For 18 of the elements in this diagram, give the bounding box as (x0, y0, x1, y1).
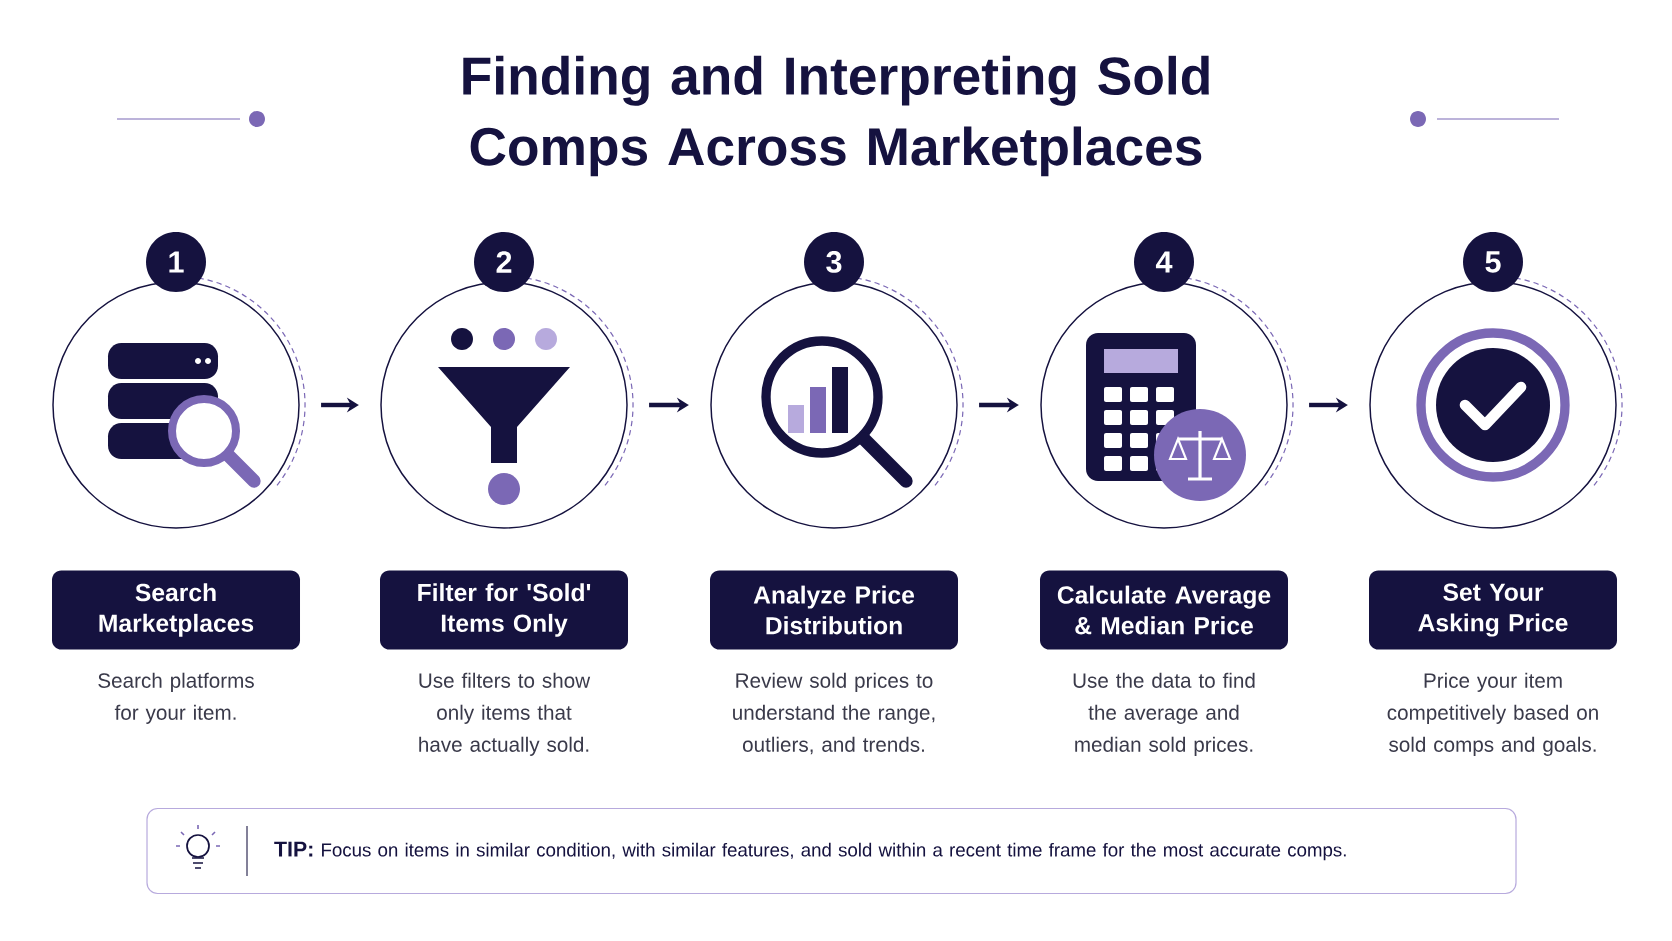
step-description: Search platforms for your item. (98, 672, 254, 724)
step-description: Price your item competitively based on sold comps and goals. (1387, 672, 1598, 756)
number-badge: 3 (804, 232, 864, 292)
step-circle (710, 277, 964, 529)
step-title-box: Filter for 'Sold' Items Only (380, 570, 628, 650)
step-title-box: Search Marketplaces (52, 570, 300, 650)
step-title-box: Calculate Average & Median Price (1040, 570, 1288, 650)
title: Finding and Interpreting Sold Comps Across Marketplaces (463, 55, 1209, 177)
step-title-box: Analyze Price Distribution (710, 570, 958, 650)
number-badge: 1 (146, 232, 206, 292)
tip-box: TIP: Focus on items in similar condition, with similar features, and sold within a recent time frame for the most accurate comps. (146, 807, 1517, 895)
step-title-box: Set Your Asking Price (1369, 570, 1617, 650)
number-badge: 2 (474, 232, 534, 292)
step-description: Use the data to find the average and median sold prices. (1073, 672, 1255, 756)
number-badge: 4 (1134, 232, 1194, 292)
number-badge: 5 (1463, 232, 1523, 292)
step-description: Use filters to show only items that have actually sold. (419, 672, 591, 756)
step-description: Review sold prices to understand the range, outliers, and trends. (733, 672, 935, 755)
